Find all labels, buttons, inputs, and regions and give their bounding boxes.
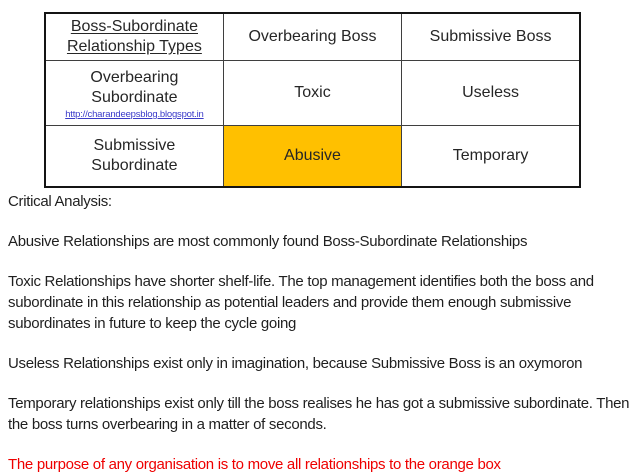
table-header-row: Boss-Subordinate Relationship Types Over… — [44, 12, 581, 61]
relationship-types-table: Boss-Subordinate Relationship Types Over… — [44, 12, 581, 188]
corner-header-label: Boss-Subordinate Relationship Types — [66, 18, 202, 55]
analysis-paragraph-temporary: Temporary relationships exist only till … — [8, 395, 630, 433]
row-header-overbearing-subordinate: Overbearing Subordinate http://charandee… — [44, 60, 224, 126]
analysis-conclusion: The purpose of any organisation is to mo… — [8, 456, 501, 473]
cell-abusive-highlighted: Abusive — [222, 125, 403, 188]
corner-header-cell: Boss-Subordinate Relationship Types — [44, 12, 224, 61]
cell-temporary: Temporary — [401, 125, 581, 188]
analysis-paragraph-abusive: Abusive Relationships are most commonly … — [8, 233, 528, 250]
row-header-label: Overbearing Subordinate — [90, 69, 179, 106]
critical-analysis-section: Critical Analysis: Abusive Relationships… — [0, 191, 640, 475]
cell-useless: Useless — [401, 60, 581, 126]
analysis-heading: Critical Analysis: — [8, 193, 112, 210]
analysis-paragraph-toxic: Toxic Relationships have shorter shelf-l… — [8, 273, 594, 332]
row-header-submissive-subordinate: Submissive Subordinate — [44, 125, 224, 188]
analysis-paragraph-useless: Useless Relationships exist only in imag… — [8, 355, 583, 372]
blog-url-link[interactable]: http://charandeepsblog.blogspot.in — [65, 109, 204, 120]
table-row-submissive-subordinate: Submissive Subordinate Abusive Temporary — [44, 125, 581, 188]
column-header-submissive-boss: Submissive Boss — [401, 12, 581, 61]
cell-toxic: Toxic — [222, 60, 403, 126]
column-header-overbearing-boss: Overbearing Boss — [222, 12, 403, 61]
table-row-overbearing-subordinate: Overbearing Subordinate http://charandee… — [44, 60, 581, 126]
